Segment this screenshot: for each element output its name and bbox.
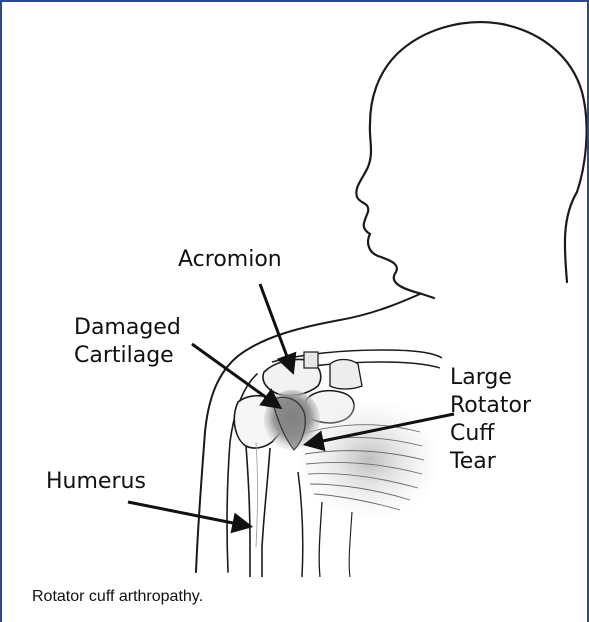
damaged-cartilage-label-line1: Damaged [74,314,181,342]
humerus-shaft [246,446,250,577]
humerus-arrow [128,502,248,526]
large-tear-label-line4: Tear [450,448,496,476]
acromion-label: Acromion [178,246,282,274]
large-tear-label-line3: Cuff [450,420,494,448]
large-tear-label-line2: Rotator [450,392,531,420]
head-neck-outline [356,22,586,298]
figure-caption: Rotator cuff arthropathy. [32,588,203,606]
acromion-arrow [260,284,292,370]
damaged-cartilage-label-line2: Cartilage [74,342,174,370]
humerus-label: Humerus [46,468,146,496]
large-tear-label-line1: Large [450,364,512,392]
